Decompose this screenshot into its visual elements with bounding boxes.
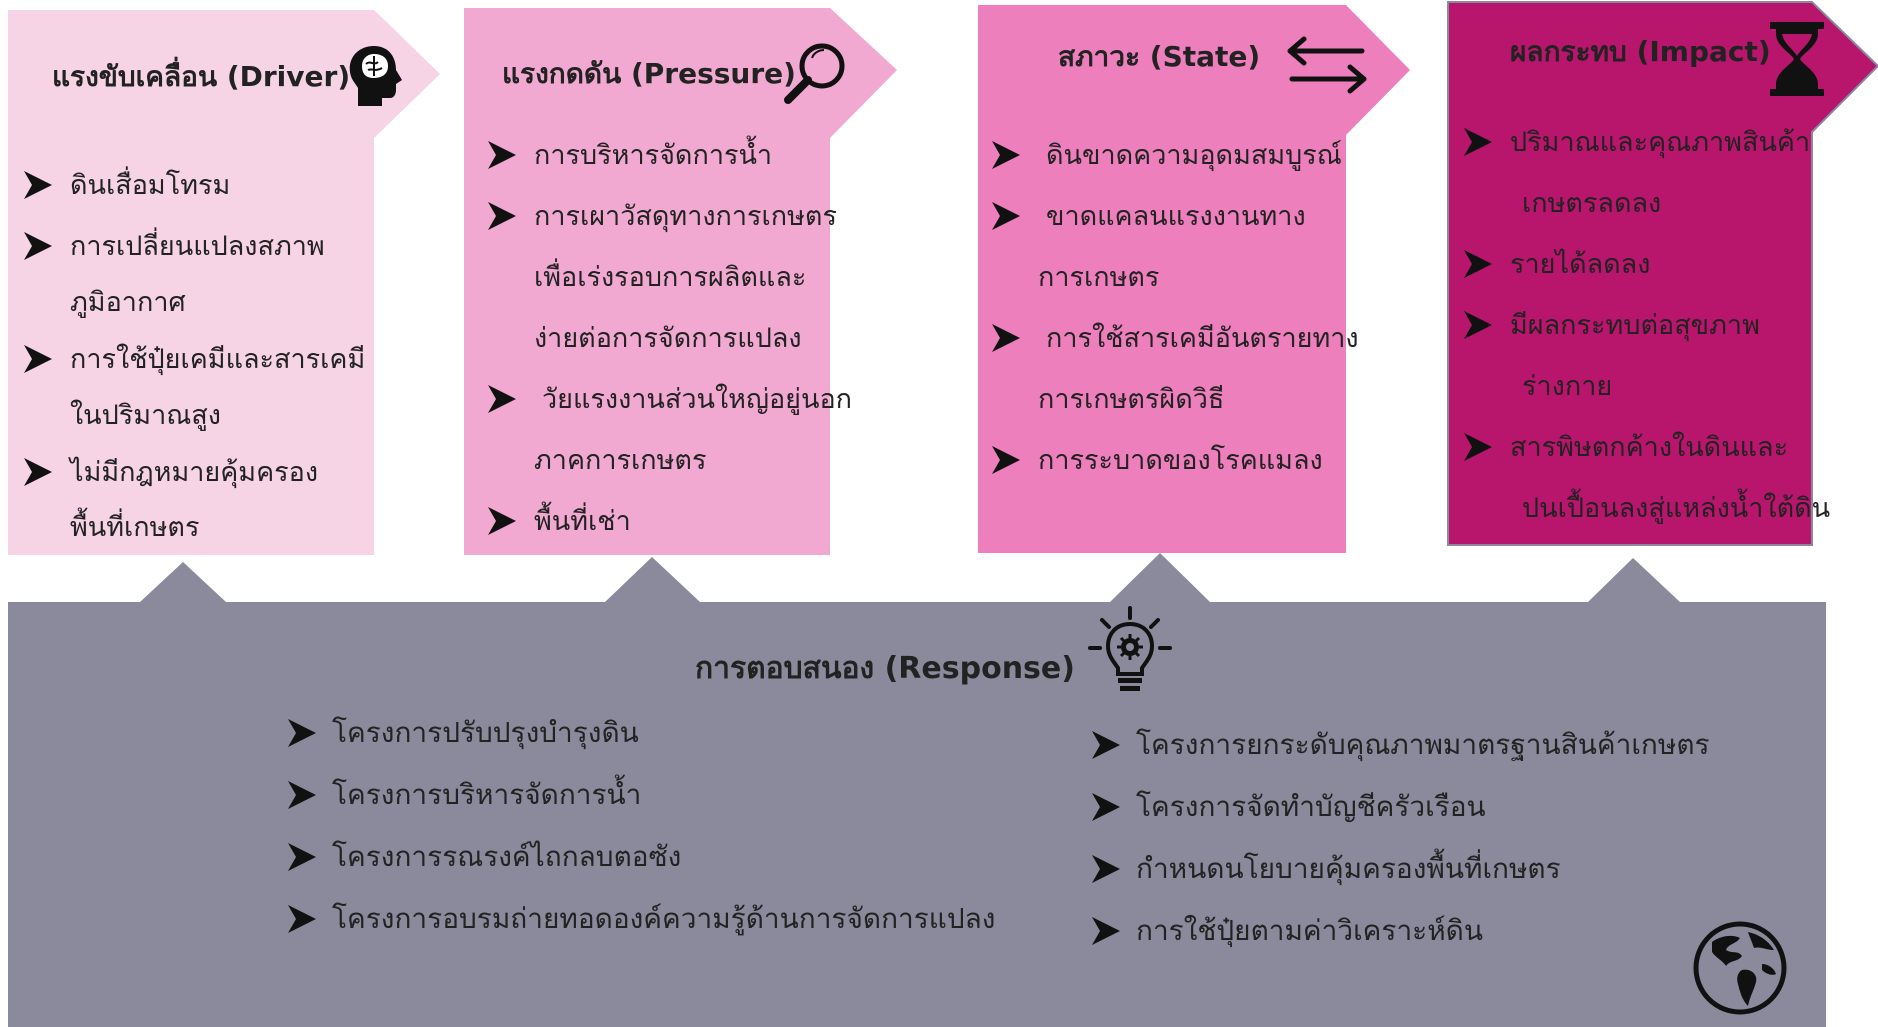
list-item: พื้นที่เกษตร <box>70 512 200 543</box>
state-list: ดินขาดความอุดมสมบูรณ์ ขาดแคลนแรงงานทาง ก… <box>990 125 1359 491</box>
list-item: สารพิษตกค้างในดินและ <box>1462 417 1830 478</box>
list-item: ภูมิอากาศ <box>70 287 186 318</box>
list-item: การใช้ปุ๋ยเคมีและสารเคมี <box>22 329 365 390</box>
list-item: การเปลี่ยนแปลงสภาพ <box>22 216 365 277</box>
arrow-bullet-icon <box>488 141 516 169</box>
list-item: ง่ายต่อการจัดการแปลง <box>534 323 802 354</box>
arrow-bullet-icon <box>1464 433 1492 461</box>
arrow-bullet-icon <box>24 232 52 260</box>
arrow-bullet-icon <box>1464 311 1492 339</box>
list-item: โครงการบริหารจัดการน้ำ <box>286 764 995 826</box>
brain-head-icon <box>349 46 402 106</box>
response-left-list: โครงการปรับปรุงบำรุงดิน โครงการบริหารจัด… <box>286 702 995 950</box>
list-item: โครงการรณรงค์ไถกลบตอซัง <box>286 826 995 888</box>
arrow-bullet-icon <box>288 905 316 933</box>
list-item: ปริมาณและคุณภาพสินค้า <box>1462 112 1830 173</box>
arrow-bullet-icon <box>1464 128 1492 156</box>
list-item: การระบาดของโรคแมลง <box>990 430 1359 491</box>
arrow-bullet-icon <box>1464 250 1492 278</box>
list-item: รายได้ลดลง <box>1462 234 1830 295</box>
arrow-bullet-icon <box>488 507 516 535</box>
globe-icon <box>1693 921 1787 1015</box>
list-item: การบริหารจัดการน้ำ <box>486 125 852 186</box>
arrow-bullet-icon <box>1092 731 1120 759</box>
list-item: ไม่มีกฎหมายคุ้มครอง <box>22 442 365 503</box>
arrow-bullet-icon <box>1092 917 1120 945</box>
list-item: มีผลกระทบต่อสุขภาพ <box>1462 295 1830 356</box>
arrow-bullet-icon <box>992 446 1020 474</box>
arrow-bullet-icon <box>992 324 1020 352</box>
arrow-bullet-icon <box>1092 855 1120 883</box>
exchange-arrows-icon <box>1287 36 1367 94</box>
impact-list: ปริมาณและคุณภาพสินค้า เกษตรลดลง รายได้ลด… <box>1462 112 1830 539</box>
arrow-bullet-icon <box>288 719 316 747</box>
response-right-list: โครงการยกระดับคุณภาพมาตรฐานสินค้าเกษตร โ… <box>1090 714 1710 962</box>
arrow-bullet-icon <box>24 345 52 373</box>
list-item: การเกษตรผิดวิธี <box>1038 384 1225 415</box>
list-item: พื้นที่เช่า <box>486 491 852 552</box>
arrow-bullet-icon <box>24 458 52 486</box>
list-item: ขาดแคลนแรงงานทาง <box>990 186 1359 247</box>
driver-box <box>8 10 440 555</box>
pressure-title: แรงกดดัน (Pressure) <box>502 57 796 90</box>
arrow-bullet-icon <box>992 141 1020 169</box>
state-box <box>978 5 1410 553</box>
state-title: สภาวะ (State) <box>1058 40 1261 73</box>
magnifier-icon <box>784 43 845 104</box>
hourglass-icon <box>1770 22 1824 96</box>
list-item: ดินเสื่อมโทรม <box>22 155 365 216</box>
arrow-bullet-icon <box>488 385 516 413</box>
impact-title: ผลกระทบ (Impact) <box>1510 35 1771 68</box>
list-item: วัยแรงงานส่วนใหญ่อยู่นอก <box>486 369 852 430</box>
driver-title: แรงขับเคลื่อน (Driver) <box>52 60 351 93</box>
list-item: การเกษตร <box>1038 262 1160 293</box>
response-title: การตอบสนอง (Response) <box>695 651 1075 686</box>
pressure-box <box>464 8 897 555</box>
arrow-bullet-icon <box>288 781 316 809</box>
list-item: กำหนดนโยบายคุ้มครองพื้นที่เกษตร <box>1090 838 1710 900</box>
pressure-list: การบริหารจัดการน้ำ การเผาวัสดุทางการเกษต… <box>486 125 852 552</box>
arrow-bullet-icon <box>1092 793 1120 821</box>
list-item: ปนเปื้อนลงสู่แหล่งน้ำใต้ดิน <box>1522 493 1831 524</box>
arrow-bullet-icon <box>288 843 316 871</box>
impact-box <box>1447 0 1878 546</box>
list-item: โครงการจัดทำบัญชีครัวเรือน <box>1090 776 1710 838</box>
driver-list: ดินเสื่อมโทรม การเปลี่ยนแปลงสภาพ ภูมิอาก… <box>22 155 365 553</box>
list-item: ร่างกาย <box>1522 371 1613 402</box>
list-item: การใช้ปุ๋ยตามค่าวิเคราะห์ดิน <box>1090 900 1710 962</box>
response-box <box>8 553 1826 1027</box>
list-item: ดินขาดความอุดมสมบูรณ์ <box>990 125 1359 186</box>
lightbulb-gear-icon <box>1088 606 1172 691</box>
list-item: โครงการยกระดับคุณภาพมาตรฐานสินค้าเกษตร <box>1090 714 1710 776</box>
arrow-bullet-icon <box>24 171 52 199</box>
arrow-bullet-icon <box>488 202 516 230</box>
list-item: การเผาวัสดุทางการเกษตร <box>486 186 852 247</box>
list-item: โครงการปรับปรุงบำรุงดิน <box>286 702 995 764</box>
list-item: ในปริมาณสูง <box>70 400 221 431</box>
arrow-bullet-icon <box>992 202 1020 230</box>
list-item: โครงการอบรมถ่ายทอดองค์ความรู้ด้านการจัดก… <box>286 888 995 950</box>
list-item: เพื่อเร่งรอบการผลิตและ <box>534 262 807 293</box>
list-item: ภาคการเกษตร <box>534 445 707 476</box>
list-item: การใช้สารเคมีอันตรายทาง <box>990 308 1359 369</box>
list-item: เกษตรลดลง <box>1522 188 1662 219</box>
